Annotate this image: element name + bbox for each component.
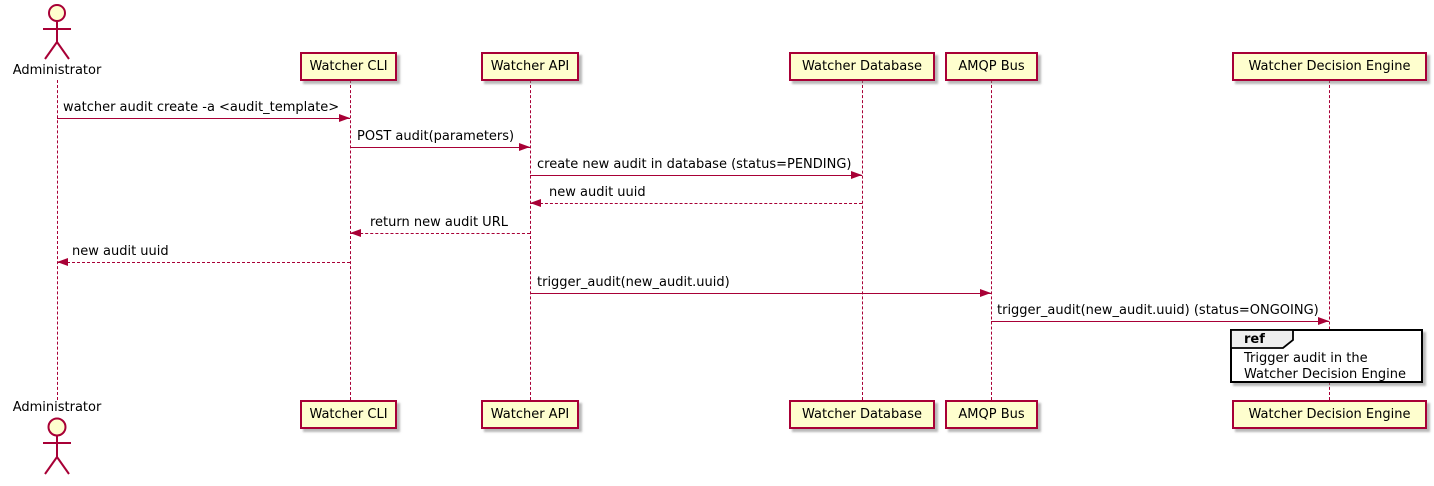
arrowhead-icon-2 bbox=[519, 143, 530, 151]
lifeline-watcher-database bbox=[862, 80, 863, 400]
participant-bottom-watcher-database: Watcher Database bbox=[789, 400, 935, 429]
message-line-3 bbox=[530, 175, 862, 176]
arrowhead-icon-8 bbox=[1318, 317, 1329, 325]
arrowhead-icon-4 bbox=[530, 199, 541, 207]
participant-bottom-watcher-api: Watcher API bbox=[481, 400, 579, 429]
actor-icon bbox=[43, 4, 71, 60]
message-line-7 bbox=[530, 293, 991, 294]
arrowhead-icon-6 bbox=[57, 258, 68, 266]
participant-bottom-watcher-decision-engine: Watcher Decision Engine bbox=[1232, 400, 1427, 429]
participant-top-amqp-bus: AMQP Bus bbox=[945, 52, 1038, 81]
lifeline-watcher-decision-engine bbox=[1329, 80, 1330, 400]
message-label-6: new audit uuid bbox=[72, 244, 169, 259]
message-line-2 bbox=[350, 147, 530, 148]
ref-keyword: ref bbox=[1244, 332, 1265, 347]
arrowhead-icon-1 bbox=[339, 114, 350, 122]
message-line-8 bbox=[991, 321, 1329, 322]
participant-bottom-amqp-bus: AMQP Bus bbox=[945, 400, 1038, 429]
message-label-3: create new audit in database (status=PEN… bbox=[537, 157, 852, 172]
lifeline-watcher-api bbox=[530, 80, 531, 400]
lifeline-watcher-cli bbox=[350, 80, 351, 400]
actor-label-top: Administrator bbox=[12, 63, 102, 78]
participant-top-watcher-database: Watcher Database bbox=[789, 52, 935, 81]
message-line-4 bbox=[530, 203, 862, 204]
message-label-1: watcher audit create -a <audit_template> bbox=[63, 100, 340, 115]
participant-bottom-watcher-cli: Watcher CLI bbox=[300, 400, 397, 429]
message-label-8: trigger_audit(new_audit.uuid) (status=ON… bbox=[997, 303, 1319, 318]
message-label-7: trigger_audit(new_audit.uuid) bbox=[537, 275, 730, 290]
message-label-4: new audit uuid bbox=[549, 185, 646, 200]
participant-top-watcher-cli: Watcher CLI bbox=[300, 52, 397, 81]
arrowhead-icon-5 bbox=[350, 229, 361, 237]
message-label-5: return new audit URL bbox=[370, 215, 508, 230]
ref-text-line-1: Trigger audit in the bbox=[1244, 351, 1368, 366]
ref-text-line-2: Watcher Decision Engine bbox=[1244, 367, 1406, 382]
arrowhead-icon-3 bbox=[851, 171, 862, 179]
actor-label-bottom: Administrator bbox=[12, 400, 102, 415]
message-line-6 bbox=[57, 262, 350, 263]
ref-tab-icon bbox=[1230, 329, 1294, 349]
message-label-2: POST audit(parameters) bbox=[357, 129, 515, 144]
arrowhead-icon-7 bbox=[980, 289, 991, 297]
lifeline-administrator bbox=[57, 80, 58, 400]
participant-top-watcher-api: Watcher API bbox=[481, 52, 579, 81]
participant-top-watcher-decision-engine: Watcher Decision Engine bbox=[1232, 52, 1427, 81]
message-line-1 bbox=[57, 118, 350, 119]
message-line-5 bbox=[350, 233, 530, 234]
actor-icon-bottom bbox=[43, 417, 71, 475]
ref-frame: ref Trigger audit in the Watcher Decisio… bbox=[1230, 329, 1423, 383]
lifeline-amqp-bus bbox=[991, 80, 992, 400]
